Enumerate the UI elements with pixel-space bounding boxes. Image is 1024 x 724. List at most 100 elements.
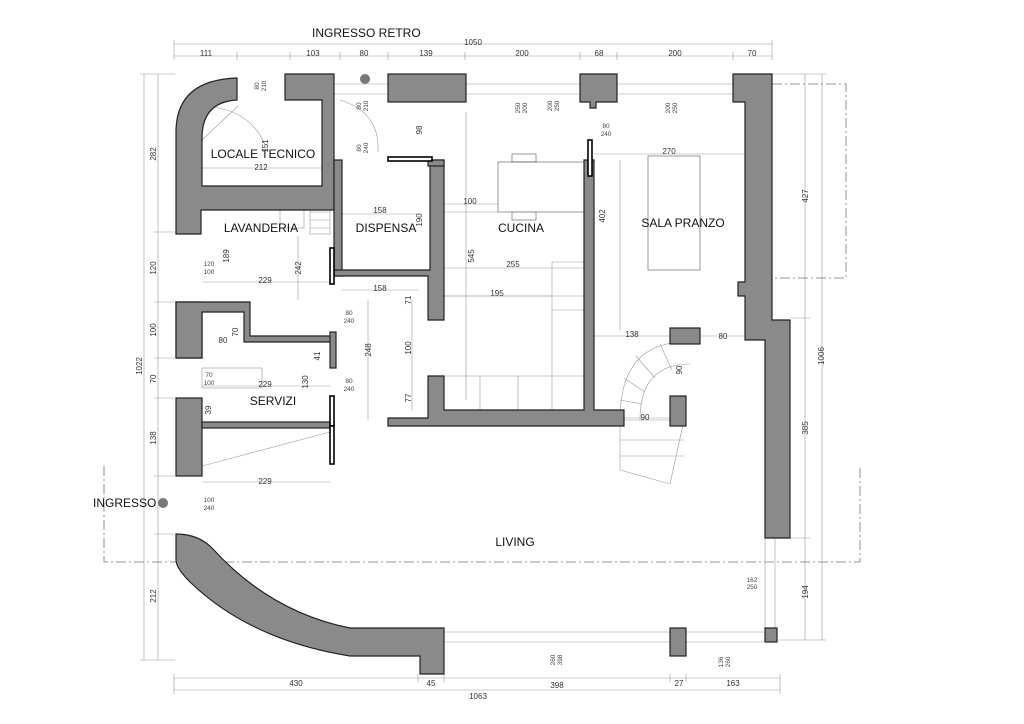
opening-13a: 162 — [747, 577, 758, 584]
dim-right-total: 1006 — [817, 347, 826, 365]
dim-top-7: 200 — [668, 49, 682, 58]
room-locale-tecnico: LOCALE TECNICO — [211, 147, 315, 161]
dim-138: 138 — [625, 330, 639, 339]
dim-248: 248 — [364, 343, 373, 357]
opening-14a: 260 — [550, 654, 557, 665]
dim-bottom-5: 163 — [726, 679, 740, 688]
opening-11b: 250 — [554, 100, 561, 111]
opening-11a: 200 — [547, 100, 554, 111]
retro-entrance-marker — [360, 74, 370, 84]
dim-98: 98 — [415, 125, 424, 134]
dim-top-1: 111 — [200, 49, 213, 58]
dim-90a: 90 — [675, 365, 684, 374]
opening-15b: 260 — [725, 656, 732, 667]
opening-10a: 200 — [665, 102, 672, 113]
dim-70a: 70 — [231, 327, 240, 336]
section-lines — [103, 83, 861, 563]
opening-4b: 100 — [204, 269, 215, 276]
room-lavanderia: LAVANDERIA — [224, 221, 298, 235]
dim-77: 77 — [404, 393, 413, 402]
dim-158a: 158 — [373, 206, 387, 215]
dim-top-6: 68 — [595, 49, 604, 58]
opening-1b: 210 — [261, 80, 268, 91]
opening-12a: 80 — [602, 123, 610, 130]
opening-8b: 240 — [204, 505, 215, 512]
dim-90b: 90 — [641, 413, 650, 422]
opening-1a: 80 — [254, 82, 261, 90]
dim-212: 212 — [254, 163, 268, 172]
ingresso-retro-label: INGRESSO RETRO — [312, 26, 421, 40]
dim-39: 39 — [204, 405, 213, 414]
dim-242: 242 — [294, 261, 303, 275]
dim-41: 41 — [313, 351, 322, 360]
dim-100a: 100 — [463, 197, 477, 206]
dim-top-8: 70 — [748, 49, 757, 58]
dim-189: 189 — [222, 249, 231, 263]
dim-229a: 229 — [258, 276, 272, 285]
dim-151: 151 — [261, 139, 270, 153]
opening-7a: 80 — [345, 378, 353, 385]
opening-2b: 210 — [363, 100, 370, 111]
dim-190: 190 — [415, 213, 424, 227]
dim-270: 270 — [662, 147, 676, 156]
dim-130: 130 — [301, 375, 310, 389]
dim-left-3: 100 — [149, 323, 158, 337]
dim-right-1: 427 — [801, 189, 810, 203]
dim-left-5: 138 — [149, 431, 158, 445]
opening-5a: 80 — [345, 310, 353, 317]
dim-bottom-3: 398 — [550, 681, 564, 690]
dim-right-2: 385 — [801, 421, 810, 435]
dim-229c: 229 — [258, 477, 272, 486]
dim-top-4: 139 — [419, 49, 433, 58]
dim-bottom-4: 27 — [675, 679, 684, 688]
opening-13b: 250 — [747, 584, 758, 591]
dim-158b: 158 — [373, 284, 387, 293]
room-sala-pranzo: SALA PRANZO — [641, 216, 724, 230]
opening-6b: 100 — [204, 380, 215, 387]
opening-8a: 100 — [204, 497, 215, 504]
dim-left-6: 212 — [149, 589, 158, 603]
room-cucina: CUCINA — [498, 221, 544, 235]
dim-80b: 80 — [719, 332, 728, 341]
dim-545: 545 — [467, 249, 476, 263]
opening-3a: 80 — [356, 144, 363, 152]
opening-10b: 250 — [672, 102, 679, 113]
room-servizi: SERVIZI — [250, 394, 296, 408]
dim-top-5: 200 — [515, 49, 529, 58]
dim-right-3: 194 — [801, 585, 810, 599]
dim-bottom-2: 45 — [427, 679, 436, 688]
dim-bottom-1: 430 — [289, 679, 303, 688]
interior-lines — [201, 83, 776, 643]
opening-9b: 200 — [522, 102, 529, 113]
dim-bottom-total: 1063 — [469, 692, 487, 701]
dim-top-2: 103 — [306, 49, 320, 58]
dim-100b: 100 — [404, 341, 413, 355]
dim-left-2: 120 — [149, 261, 158, 275]
opening-2a: 80 — [356, 102, 363, 110]
dim-229b: 229 — [258, 380, 272, 389]
dim-top-total: 1050 — [464, 38, 482, 47]
opening-5b: 240 — [344, 318, 355, 325]
dim-402: 402 — [598, 209, 607, 223]
opening-14b: 398 — [557, 654, 564, 665]
room-living: LIVING — [495, 535, 534, 549]
opening-15a: 136 — [718, 656, 725, 667]
room-dispensa: DISPENSA — [356, 221, 417, 235]
ingresso-label: INGRESSO — [93, 496, 156, 510]
dim-255: 255 — [506, 260, 520, 269]
kitchen-table — [497, 161, 585, 213]
opening-12b: 240 — [601, 131, 612, 138]
dim-top-3: 80 — [360, 49, 369, 58]
doors — [329, 139, 593, 465]
dim-80a: 80 — [219, 336, 228, 345]
dim-left-1: 282 — [149, 147, 158, 161]
dim-71: 71 — [404, 295, 413, 304]
dim-left-total: 1022 — [135, 357, 144, 375]
entrance-marker — [158, 498, 168, 508]
walls — [175, 73, 791, 675]
opening-9a: 250 — [515, 102, 522, 113]
opening-7b: 240 — [344, 386, 355, 393]
opening-6a: 70 — [205, 372, 213, 379]
opening-3b: 240 — [363, 142, 370, 153]
dining-table — [647, 155, 701, 271]
